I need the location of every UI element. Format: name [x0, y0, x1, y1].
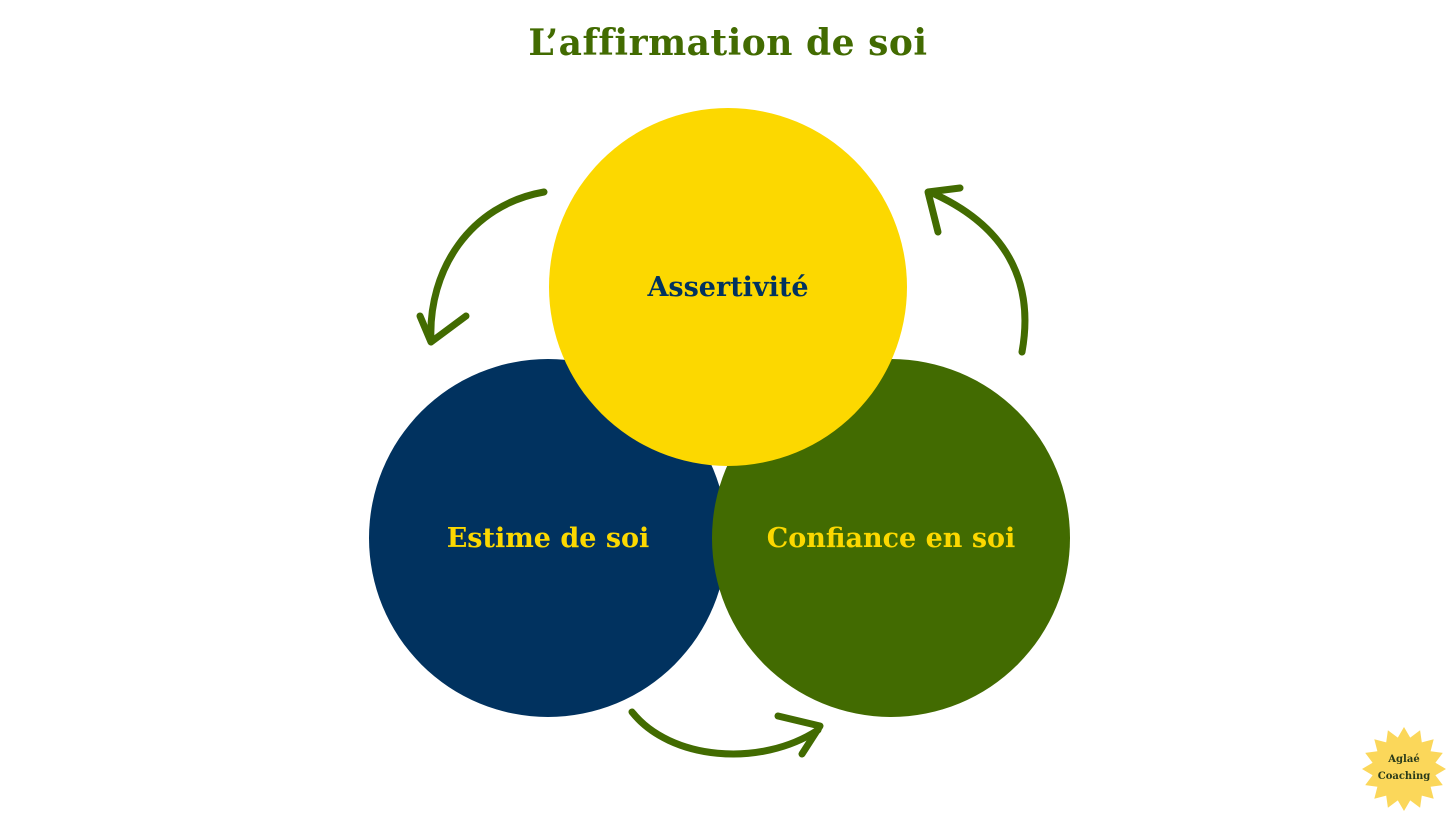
arrow-bottom-icon	[628, 708, 822, 758]
label-estime-de-soi: Estime de soi	[447, 523, 650, 554]
circle-estime-de-soi	[369, 359, 727, 717]
label-confiance-en-soi: Confiance en soi	[767, 523, 1016, 554]
arrow-top-left-icon	[427, 188, 548, 344]
circle-assertivite	[549, 108, 907, 466]
arrow-bottom-head-icon	[774, 712, 824, 758]
label-assertivite: Assertivité	[646, 272, 808, 303]
arrow-top-right-head-icon	[924, 184, 964, 236]
logo-line-2: Coaching	[1378, 771, 1431, 782]
arrow-top-right-icon	[926, 188, 1029, 356]
logo-line-1: Aglaé	[1387, 754, 1419, 765]
arrow-top-left-head-icon	[416, 312, 470, 346]
aglae-coaching-logo: Aglaé Coaching	[1362, 727, 1446, 811]
page-title: L’affirmation de soi	[528, 22, 928, 64]
cycle-arrows	[416, 184, 1029, 758]
sun-badge-icon	[1362, 727, 1446, 811]
